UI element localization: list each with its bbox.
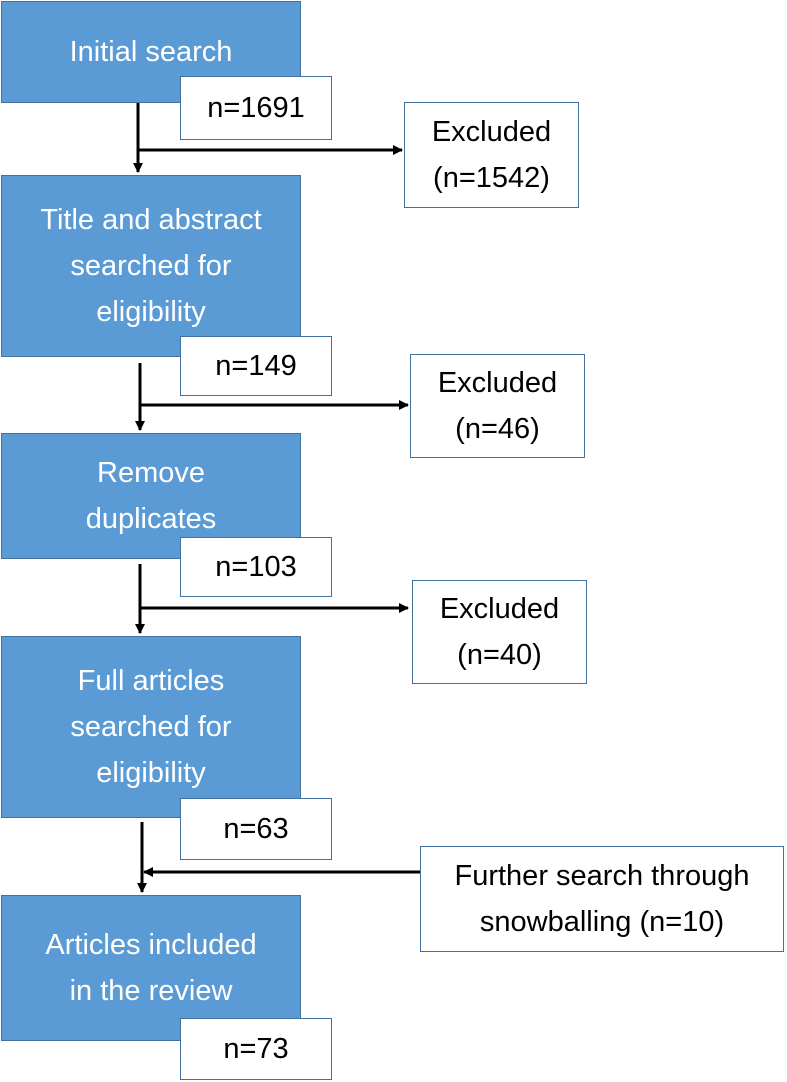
count-box-articles-included: n=73 [180, 1018, 332, 1080]
count-box-full-articles: n=63 [180, 798, 332, 860]
count-box-title-abstract: n=149 [180, 336, 332, 396]
excluded-label: Excluded (n=40) [439, 593, 560, 671]
stage-label: Initial search [69, 36, 233, 68]
snowballing-box: Further search through snowballing (n=10… [420, 846, 784, 952]
stage-title-abstract: Title and abstract searched for eligibil… [1, 175, 301, 357]
stage-label: Full articles searched for eligibility [70, 665, 232, 789]
count-label: n=149 [215, 350, 297, 382]
excluded-box-1: Excluded (n=1542) [404, 102, 579, 208]
excluded-box-3: Excluded (n=40) [412, 580, 587, 684]
stage-full-articles: Full articles searched for eligibility [1, 636, 301, 818]
excluded-label: Excluded (n=1542) [431, 116, 552, 194]
snowballing-label: Further search through snowballing (n=10… [454, 860, 750, 938]
count-label: n=63 [223, 813, 289, 845]
stage-initial-search: Initial search [1, 1, 301, 103]
excluded-box-2: Excluded (n=46) [410, 354, 585, 458]
stage-label: Title and abstract searched for eligibil… [40, 204, 262, 328]
excluded-label: Excluded (n=46) [437, 367, 558, 445]
count-box-remove-duplicates: n=103 [180, 537, 332, 597]
stage-label: Remove duplicates [85, 457, 217, 535]
count-label: n=73 [223, 1033, 289, 1065]
stage-articles-included: Articles included in the review [1, 895, 301, 1041]
count-label: n=1691 [207, 92, 305, 124]
stage-label: Articles included in the review [45, 929, 257, 1007]
count-label: n=103 [215, 551, 297, 583]
count-box-initial-search: n=1691 [180, 76, 332, 140]
